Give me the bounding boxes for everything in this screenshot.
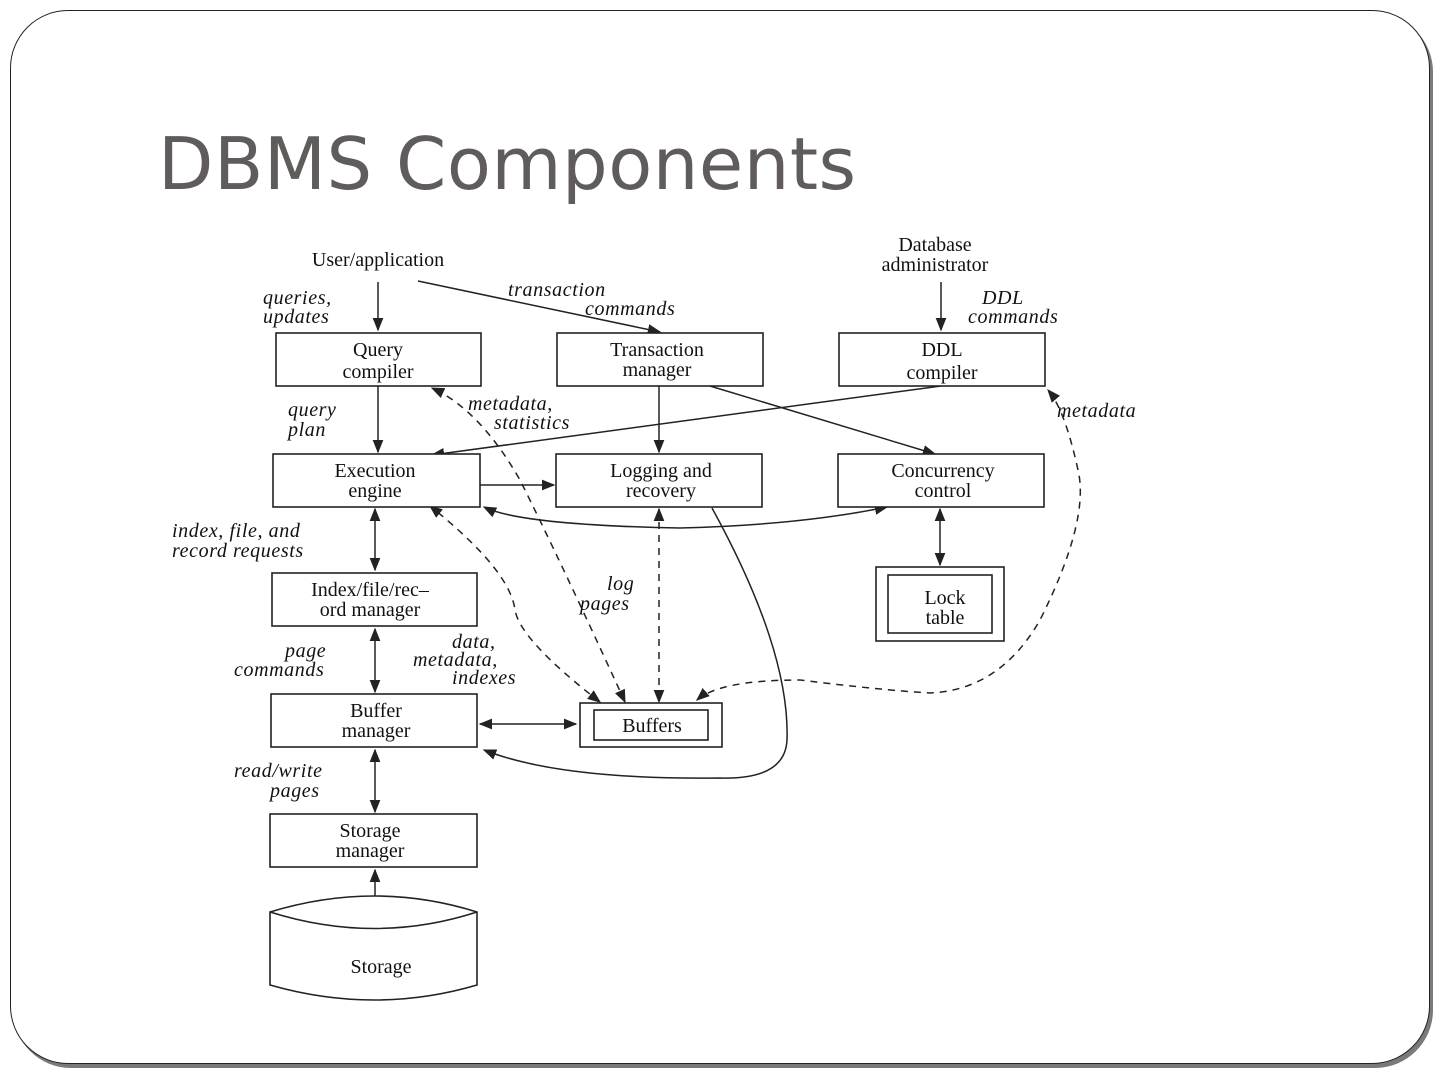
component-ddl-compiler: DDL compiler xyxy=(838,332,1046,387)
concurrency-control-label-1: Concurrency xyxy=(891,460,994,482)
label-page-commands: commands xyxy=(234,659,324,681)
label-indexes: indexes xyxy=(452,667,516,689)
transaction-manager-label-1: Transaction xyxy=(610,339,704,361)
label-pages: pages xyxy=(578,593,630,615)
label-queries: queries, xyxy=(263,287,332,309)
label-updates: updates xyxy=(263,306,329,328)
label-index-file-and: index, file, and xyxy=(172,520,301,542)
query-compiler-label-2: compiler xyxy=(342,361,413,383)
label-ddl: DDL xyxy=(981,287,1024,309)
component-query-compiler: Query compiler xyxy=(275,332,482,387)
index-manager-label-2: ord manager xyxy=(320,599,421,621)
edge-buffers-execution xyxy=(428,505,602,703)
actor-dba-line2: administrator xyxy=(882,254,989,276)
query-compiler-label-1: Query xyxy=(353,339,403,361)
component-logging-recovery: Logging and recovery xyxy=(555,453,763,508)
storage-manager-label-1: Storage xyxy=(339,820,400,842)
label-rw-pages: pages xyxy=(268,780,320,802)
edge-buffers-ddl-compiler xyxy=(695,388,1081,701)
component-transaction-manager: Transaction manager xyxy=(556,332,764,387)
index-manager-label-1: Index/file/rec– xyxy=(311,579,430,601)
edge-transaction-to-concurrency xyxy=(709,385,937,456)
label-read-write: read/write xyxy=(234,760,323,782)
component-concurrency-control: Concurrency control xyxy=(837,453,1045,508)
buffers-label: Buffers xyxy=(622,715,682,737)
component-storage-cylinder: Storage xyxy=(269,895,478,1001)
storage-label: Storage xyxy=(350,956,411,978)
actor-dba-line1: Database xyxy=(898,234,971,256)
concurrency-control-label-2: control xyxy=(915,480,972,502)
ddl-compiler-label-2: compiler xyxy=(906,362,977,384)
label-metadata-2: metadata, xyxy=(413,649,498,671)
lock-table-label-1: Lock xyxy=(924,587,965,609)
buffer-manager-label-2: manager xyxy=(342,720,411,742)
label-metadata-comma: metadata, xyxy=(468,393,553,415)
component-execution-engine: Execution engine xyxy=(272,453,481,508)
label-commands: commands xyxy=(585,298,675,320)
label-transaction: transaction xyxy=(508,279,606,301)
label-log: log xyxy=(607,573,634,595)
edge-execution-concurrency xyxy=(482,504,889,529)
component-buffer-manager: Buffer manager xyxy=(270,693,478,748)
label-statistics: statistics xyxy=(494,412,570,434)
label-metadata: metadata xyxy=(1057,400,1136,422)
execution-engine-label-2: engine xyxy=(348,480,401,502)
buffer-manager-label-1: Buffer xyxy=(350,700,402,722)
label-query: query xyxy=(288,399,337,421)
ddl-compiler-label-1: DDL xyxy=(921,339,962,361)
logging-recovery-label-1: Logging and xyxy=(610,460,712,482)
label-data: data, xyxy=(452,631,496,653)
component-index-file-record-manager: Index/file/rec– ord manager xyxy=(271,572,478,627)
label-ddl-commands: commands xyxy=(968,306,1058,328)
label-record-requests: record requests xyxy=(172,540,304,562)
component-storage-manager: Storage manager xyxy=(269,813,478,868)
component-lock-table: Lock table xyxy=(875,566,1005,642)
label-plan: plan xyxy=(286,419,326,441)
label-page: page xyxy=(283,640,326,662)
storage-manager-label-2: manager xyxy=(336,840,405,862)
actor-user-application: User/application xyxy=(312,249,444,271)
edge-user-to-transaction-manager xyxy=(417,280,662,335)
lock-table-label-2: table xyxy=(926,607,965,629)
component-buffers: Buffers xyxy=(579,702,723,748)
transaction-manager-label-2: manager xyxy=(623,359,692,381)
logging-recovery-label-2: recovery xyxy=(626,480,696,502)
execution-engine-label-1: Execution xyxy=(334,460,415,482)
slide-title: DBMS Components xyxy=(158,122,857,206)
